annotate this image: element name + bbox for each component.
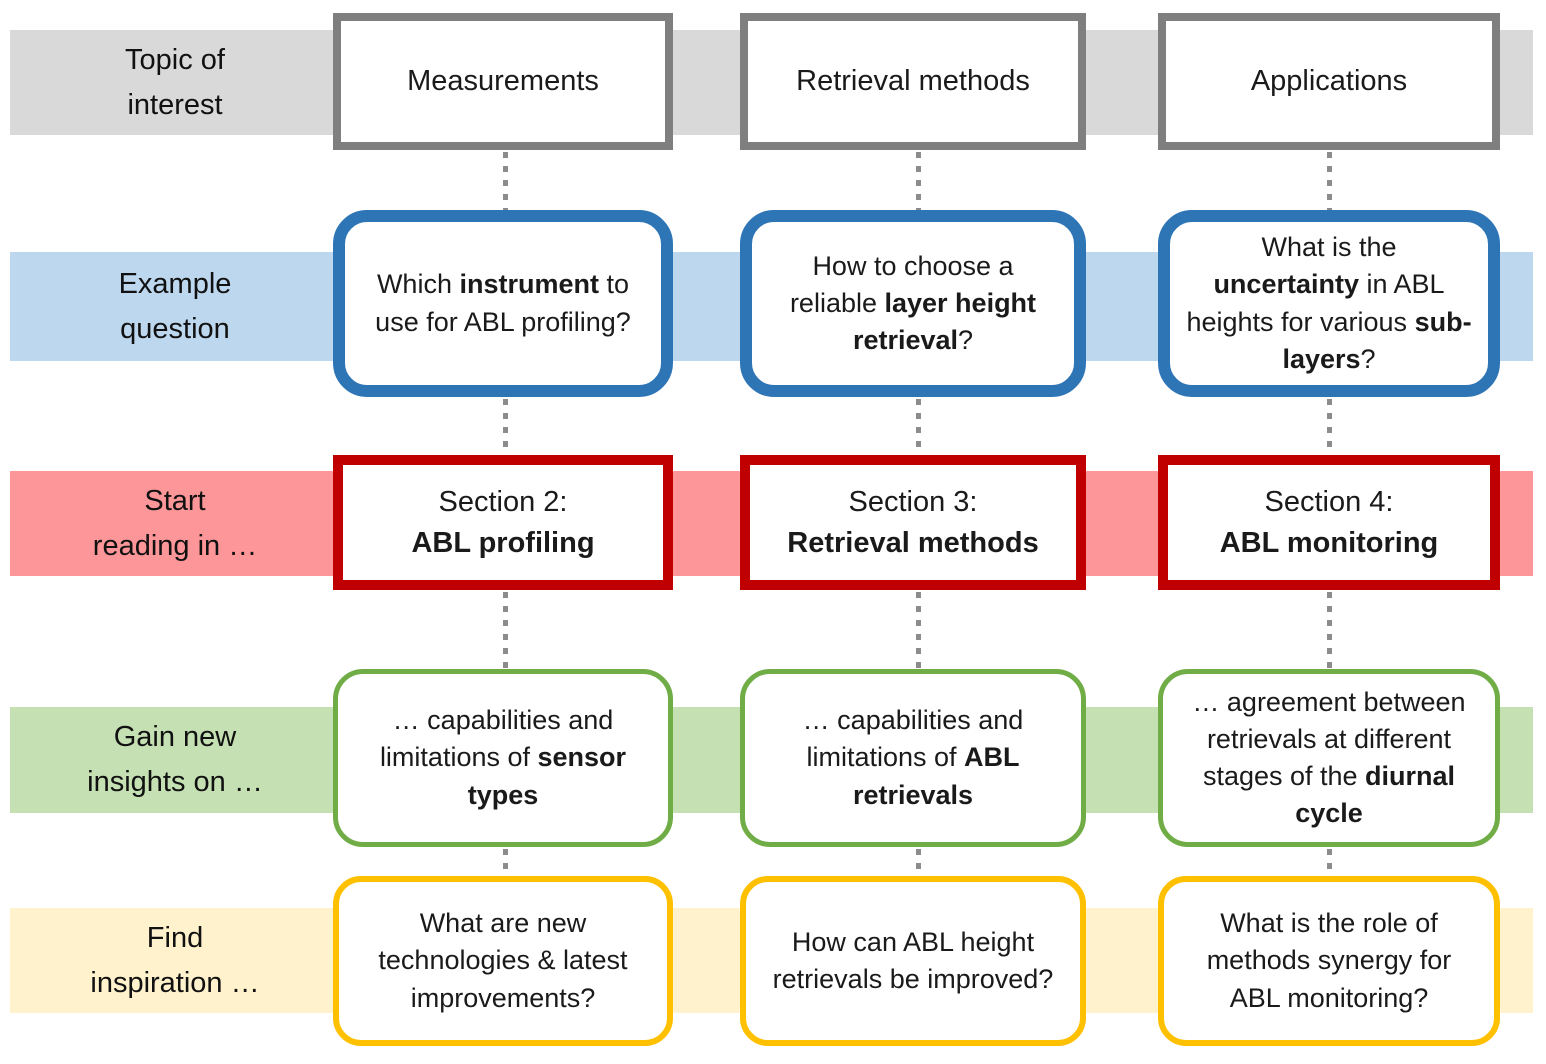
- dotted-connector: [503, 849, 508, 876]
- dotted-connector: [916, 152, 921, 210]
- dotted-connector: [916, 592, 921, 669]
- cell-text: … capabilities and limitations of sensor…: [379, 705, 634, 810]
- cell-text: Section 3: Retrieval methods: [787, 486, 1039, 559]
- cell-box-topic-of-interest-col2: Retrieval methods: [740, 13, 1086, 150]
- cell-text: How can ABL height retrievals be improve…: [772, 926, 1054, 994]
- dotted-connector: [1327, 152, 1332, 210]
- cell-box-example-question-col3: What is the uncertainty in ABL heights f…: [1158, 210, 1500, 397]
- dotted-connector: [503, 399, 508, 455]
- cell-box-example-question-col1: Which instrument to use for ABL profilin…: [333, 210, 673, 397]
- dotted-connector: [503, 152, 508, 210]
- cell-box-find-inspiration-col2: How can ABL height retrievals be improve…: [740, 876, 1086, 1046]
- row-label: Example question: [118, 267, 232, 345]
- cell-box-gain-new-insights-col3: … agreement between retrievals at differ…: [1158, 669, 1500, 847]
- cell-text: What is the uncertainty in ABL heights f…: [1186, 232, 1472, 374]
- cell-text: Section 4: ABL monitoring: [1219, 486, 1439, 559]
- cell-box-find-inspiration-col3: What is the role of methods synergy for …: [1158, 876, 1500, 1046]
- cell-box-start-reading-in-col3: Section 4: ABL monitoring: [1158, 455, 1500, 590]
- cell-box-gain-new-insights-col2: … capabilities and limitations of ABL re…: [740, 669, 1086, 847]
- row-label: Gain new insights on …: [87, 721, 263, 798]
- dotted-connector: [1327, 592, 1332, 669]
- cell-text: Measurements: [407, 65, 599, 98]
- row-label: Start reading in …: [92, 484, 258, 562]
- dotted-connector: [916, 849, 921, 876]
- cell-box-gain-new-insights-col1: … capabilities and limitations of sensor…: [333, 669, 673, 847]
- cell-text: … agreement between retrievals at differ…: [1192, 686, 1474, 829]
- dotted-connector: [916, 399, 921, 455]
- dotted-connector: [1327, 399, 1332, 455]
- cell-text: Section 2: ABL profiling: [411, 486, 595, 559]
- cell-box-find-inspiration-col1: What are new technologies & latest impro…: [333, 876, 673, 1046]
- cell-text: What are new technologies & latest impro…: [378, 908, 636, 1013]
- cell-text: Which instrument to use for ABL profilin…: [375, 269, 637, 337]
- cell-text: Retrieval methods: [796, 65, 1030, 98]
- cell-text: How to choose a reliable layer height re…: [789, 250, 1044, 356]
- cell-text: Applications: [1250, 65, 1408, 98]
- cell-box-start-reading-in-col1: Section 2: ABL profiling: [333, 455, 673, 590]
- dotted-connector: [503, 592, 508, 669]
- row-label: Find inspiration …: [90, 921, 260, 999]
- cell-box-topic-of-interest-col3: Applications: [1158, 13, 1500, 150]
- cell-text: What is the role of methods synergy for …: [1206, 908, 1458, 1013]
- cell-text: … capabilities and limitations of ABL re…: [802, 705, 1031, 810]
- dotted-connector: [1327, 849, 1332, 876]
- cell-box-example-question-col2: How to choose a reliable layer height re…: [740, 210, 1086, 397]
- row-label: Topic of interest: [125, 43, 225, 121]
- cell-box-topic-of-interest-col1: Measurements: [333, 13, 673, 150]
- cell-box-start-reading-in-col2: Section 3: Retrieval methods: [740, 455, 1086, 590]
